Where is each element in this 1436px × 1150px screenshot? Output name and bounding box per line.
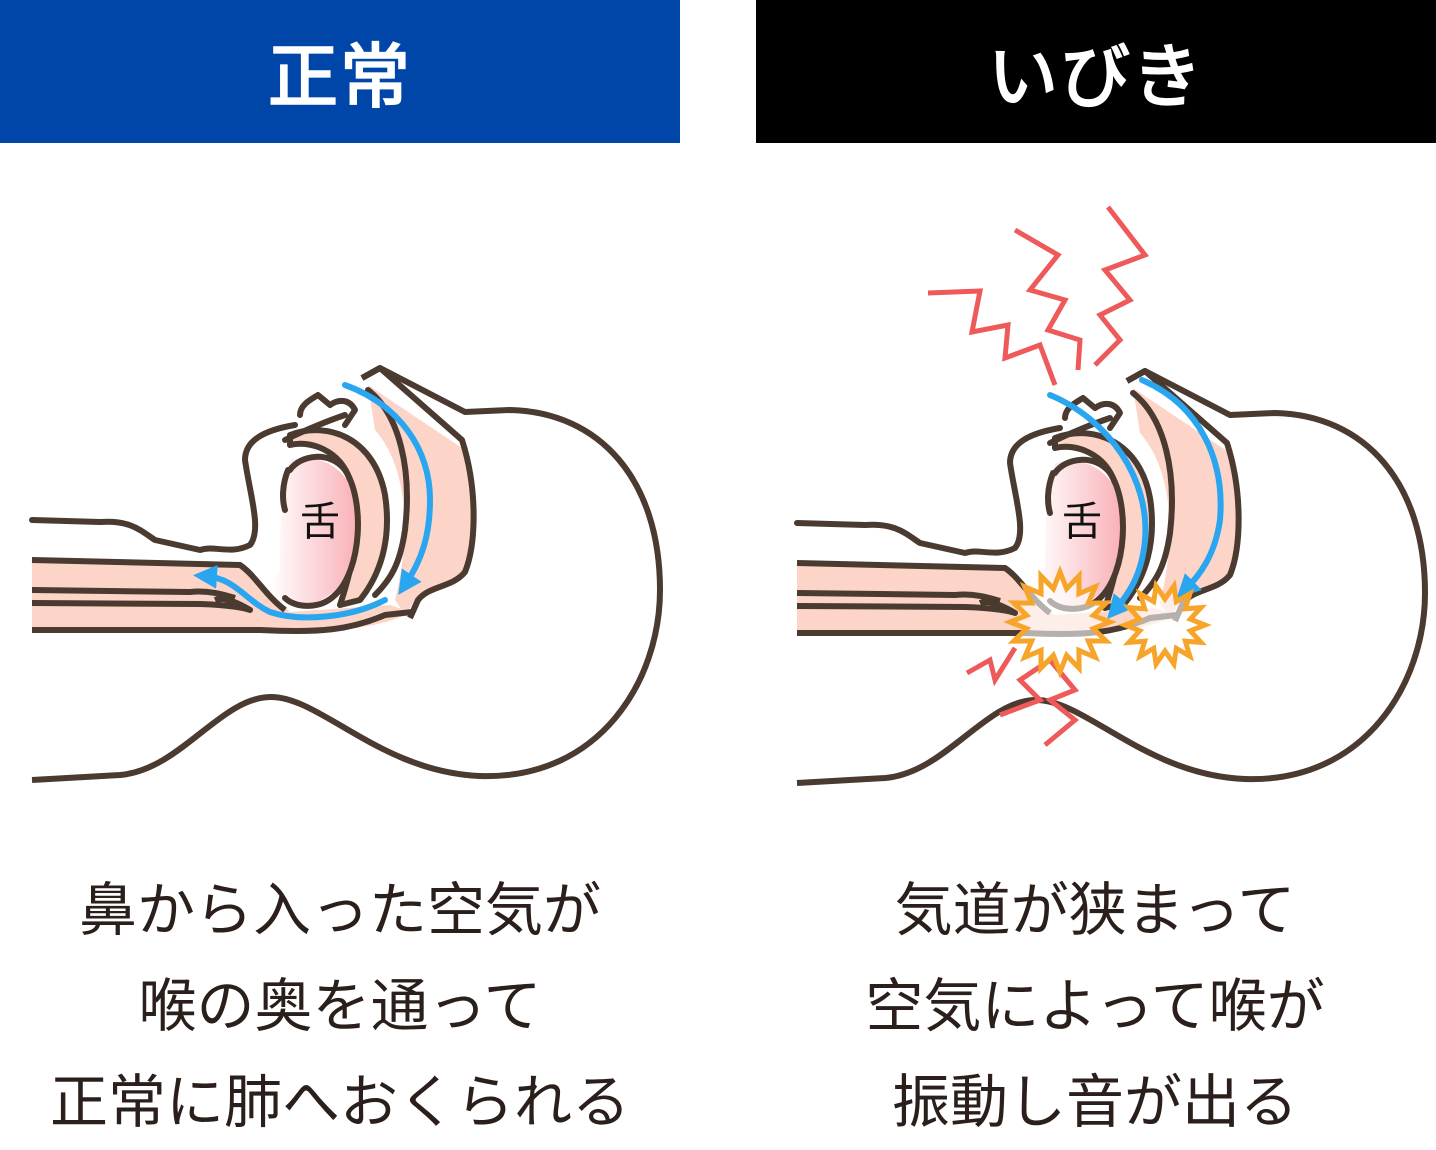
header-snoring: いびき <box>756 0 1436 143</box>
vibration-zigzag-icon <box>1013 227 1083 371</box>
vibration-lines <box>927 205 1150 747</box>
airflow-arrow-lung <box>193 564 388 621</box>
tongue-label-normal: 舌 <box>300 499 340 545</box>
header-snoring-title: いびき <box>988 36 1204 118</box>
airflow-arrow-nose <box>1139 377 1224 599</box>
burst-icon <box>1003 565 1117 679</box>
tongue-label-snoring: 舌 <box>1062 499 1102 545</box>
caption-line: 気道が狭まって <box>894 876 1296 944</box>
caption-line: 喉の奥を通って <box>138 972 542 1040</box>
caption-line: 空気によって喉が <box>865 972 1325 1040</box>
burst-icon <box>1118 579 1212 671</box>
vibration-zigzag-icon <box>965 646 1018 687</box>
caption-line: 鼻から入った空気が <box>78 876 601 944</box>
normal-diagram: 舌 <box>32 368 660 780</box>
header-normal-title: 正常 <box>268 36 412 118</box>
vibration-zigzag-icon <box>1093 205 1150 367</box>
burst-icons <box>1003 565 1212 679</box>
vibration-zigzag-icon <box>999 656 1080 747</box>
snoring-diagram: 舌 <box>797 205 1425 783</box>
vibration-zigzag-icon <box>927 288 1058 386</box>
caption-normal: 鼻から入った空気が 喉の奥を通って 正常に肺へおくられる <box>0 862 690 1150</box>
caption-line: 正常に肺へおくられる <box>49 1068 630 1136</box>
airflow-arrow-mouth <box>1047 392 1149 620</box>
header-normal: 正常 <box>0 0 680 143</box>
airflow-arrow-nose <box>342 382 434 595</box>
caption-line: 振動し音が出る <box>891 1068 1298 1136</box>
caption-snoring: 気道が狭まって 空気によって喉が 振動し音が出る <box>745 862 1436 1150</box>
